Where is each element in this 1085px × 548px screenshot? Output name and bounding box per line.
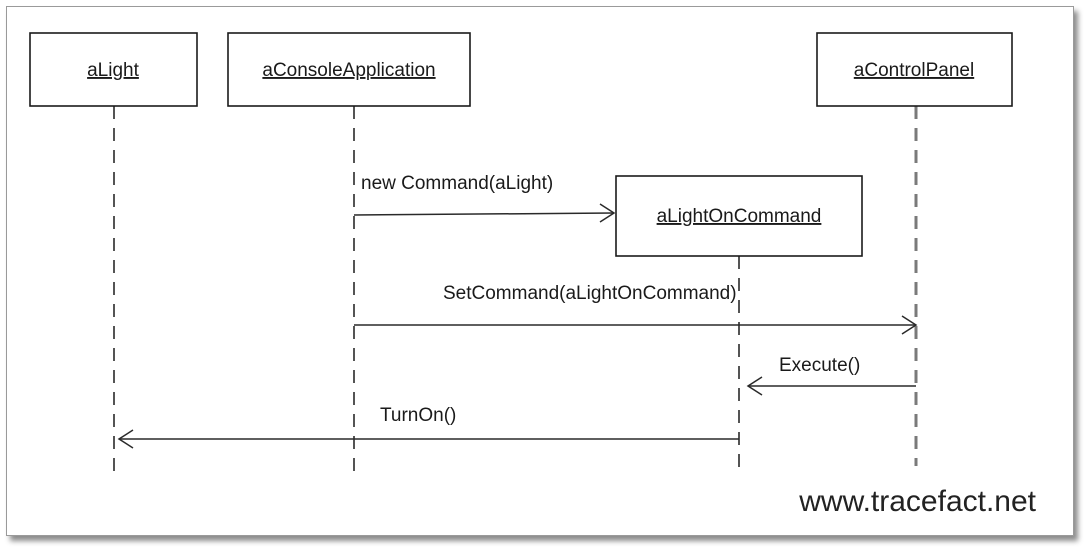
object-aconsoleapplication: aConsoleApplication (227, 32, 471, 107)
object-alightoncommand: aLightOnCommand (615, 175, 863, 257)
watermark: www.tracefact.net (798, 485, 1036, 518)
object-alight-label: aLight (87, 60, 139, 81)
object-alight-box (29, 32, 198, 107)
message-turn-on-label: TurnOn() (380, 405, 456, 426)
open-arrowhead-icon (901, 315, 918, 335)
message-new-command-line (353, 212, 615, 216)
message-set-command: SetCommand(aLightOnCommand) (354, 283, 918, 335)
object-acontrolpanel-label: aControlPanel (854, 60, 974, 81)
open-arrowhead-icon (117, 429, 134, 449)
object-alightoncommand-label: aLightOnCommand (657, 206, 822, 227)
message-turn-on: TurnOn() (117, 405, 739, 449)
open-arrowhead-icon (746, 376, 763, 396)
object-alight: aLight (29, 32, 198, 107)
message-new-command-label: new Command(aLight) (361, 173, 553, 194)
object-aconsoleapplication-label: aConsoleApplication (262, 60, 435, 81)
message-new-command: new Command(aLight) (353, 173, 616, 223)
message-set-command-label: SetCommand(aLightOnCommand) (443, 283, 737, 304)
message-execute-label: Execute() (779, 355, 860, 376)
object-alightoncommand-box (615, 175, 863, 257)
object-acontrolpanel: aControlPanel (816, 32, 1013, 107)
object-aconsoleapplication-box (227, 32, 471, 107)
message-execute: Execute() (746, 355, 916, 396)
open-arrowhead-icon (599, 203, 616, 223)
object-acontrolpanel-box (816, 32, 1013, 107)
